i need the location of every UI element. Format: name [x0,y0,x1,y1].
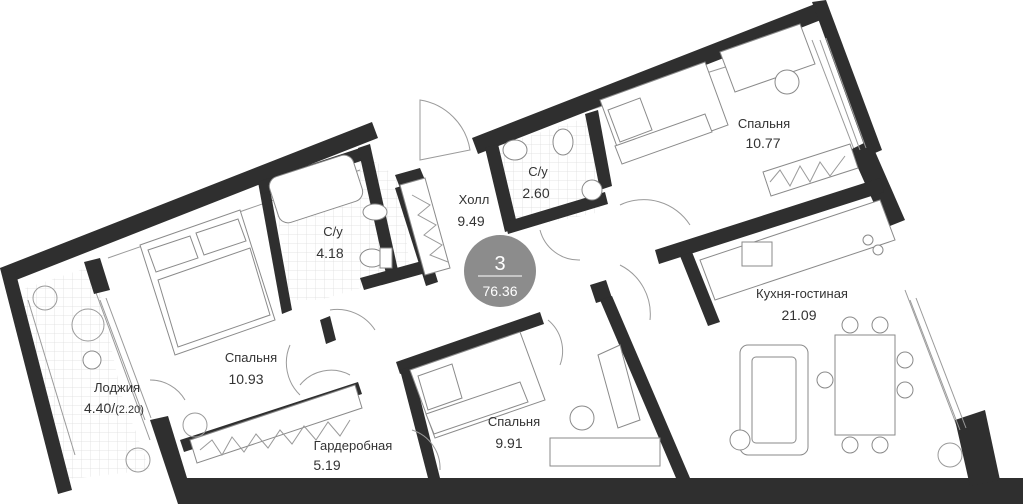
kitchen-living-name: Кухня-гостиная [756,286,848,301]
bedroom-bottom-area: 9.91 [495,435,522,451]
wardrobe-name: Гардеробная [314,438,393,453]
toilet-left [359,247,393,269]
wardrobe-area: 5.19 [313,457,340,473]
bedroom-top-right-name: Спальня [738,116,790,131]
desk-bottom-bedroom [549,405,661,467]
bath-left-name: С/у [323,224,343,239]
bedroom-left-area: 10.93 [228,371,263,387]
bedroom-top-right-area: 10.77 [745,135,780,151]
rooms-count: 3 [494,253,505,275]
room-labels: Холл 9.49 С/у 4.18 С/у 2.60 Спальня 10.7… [84,116,848,473]
sofa [739,344,809,456]
badge-circle [464,235,536,307]
loggia-area-reduced: (2.20) [115,404,144,416]
bathtub [268,154,364,224]
desk-top-right-bedroom [719,23,816,95]
hall-area: 9.49 [457,213,484,229]
doors [149,99,691,471]
floor-lamp [729,429,751,451]
kitchen-counter [699,199,896,301]
loggia-name: Лоджия [94,380,140,395]
loggia-area-value: 4.40/ [84,400,115,416]
toilet-right [502,128,603,201]
bath-right-name: С/у [528,164,548,179]
bed-top-right-bedroom [599,61,729,165]
windows [99,37,967,431]
dining-table [816,316,914,454]
wardrobe-rails [189,143,859,464]
bath-left-area: 4.18 [316,245,343,261]
loggia-area: 4.40/(2.20) [84,400,144,416]
total-area: 76.36 [482,283,517,299]
bedroom-bottom-name: Спальня [488,414,540,429]
bed-bottom-bedroom [409,331,546,439]
plant-icons [32,285,963,473]
bed-left-bedroom [139,209,276,356]
kitchen-living-area: 21.09 [781,307,816,323]
hall-name: Холл [459,192,490,207]
apartment-badge: 3 76.36 [464,235,536,307]
bath-right-area: 2.60 [522,185,549,201]
sink-left [362,203,388,221]
bedroom-left-name: Спальня [225,350,277,365]
